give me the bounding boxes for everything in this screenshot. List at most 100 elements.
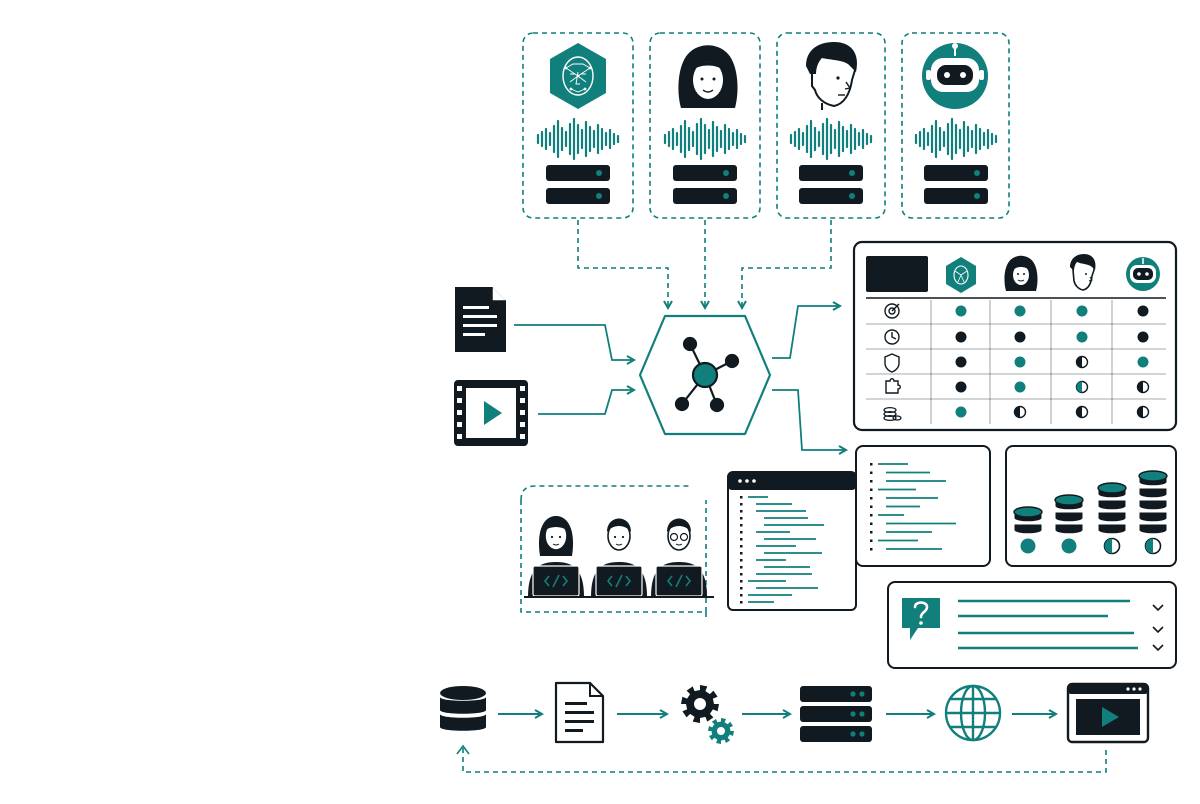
rating-dot <box>1076 331 1088 343</box>
line-marker <box>870 471 873 474</box>
line-marker <box>870 497 873 500</box>
line-marker <box>740 524 743 527</box>
rating-dot <box>955 406 967 418</box>
column-header-man-icon <box>1070 254 1096 291</box>
line-marker <box>870 480 873 483</box>
coin-top <box>1013 506 1043 518</box>
developer-team-panel <box>520 485 714 618</box>
shield-icon <box>884 353 900 373</box>
line-marker <box>740 587 743 590</box>
line-marker <box>740 496 743 499</box>
coin-stack <box>1097 482 1127 555</box>
line-marker <box>870 505 873 508</box>
rating-dot <box>955 381 967 393</box>
man-avatar-icon <box>806 42 858 110</box>
line-marker <box>740 580 743 583</box>
rating-dot <box>1137 356 1149 368</box>
rating-dot <box>1136 380 1150 394</box>
column-header-woman-icon <box>1004 255 1038 291</box>
rating-dot <box>1137 305 1149 317</box>
rating-dot <box>1013 405 1027 419</box>
rating-dot <box>1076 305 1088 317</box>
puzzle-icon <box>885 378 901 394</box>
central-hub[interactable] <box>638 314 772 436</box>
audio-waveform-icon <box>914 117 998 161</box>
code-lines <box>870 463 956 551</box>
developer-figure <box>528 516 584 597</box>
faq-rows <box>958 599 1164 652</box>
rating-dot <box>1137 331 1149 343</box>
line-marker <box>870 548 873 551</box>
chevron-down-icon <box>1152 626 1164 634</box>
ai-face-hexagon-icon <box>550 43 606 109</box>
rating-dot <box>1014 331 1026 343</box>
clock-icon <box>884 329 900 345</box>
audio-waveform-icon <box>536 117 620 161</box>
agent-card-ai-face[interactable] <box>522 32 634 219</box>
line-marker <box>870 463 873 466</box>
faq-panel[interactable] <box>887 581 1177 669</box>
video-player-icon[interactable] <box>1066 682 1150 744</box>
woman-avatar-icon <box>678 45 738 108</box>
table-grid <box>866 300 1166 424</box>
growth-stacks-panel <box>1005 445 1177 567</box>
line-marker <box>870 522 873 525</box>
line-marker <box>740 601 743 604</box>
coins-icon <box>883 406 902 422</box>
coin-stack <box>1138 470 1168 555</box>
developer-figure <box>651 518 707 597</box>
rating-dot <box>1136 405 1150 419</box>
server-stack-icon <box>799 165 863 204</box>
code-lines <box>740 496 824 604</box>
gear <box>681 685 719 723</box>
agent-card-robot[interactable] <box>901 32 1010 219</box>
target-icon <box>884 303 900 319</box>
code-editor-window <box>727 471 857 611</box>
globe-icon <box>944 684 1002 742</box>
film-video-icon <box>454 380 528 446</box>
stack-indicator <box>1020 538 1036 554</box>
database-icon <box>440 686 486 731</box>
rating-dot <box>955 305 967 317</box>
coin-stack <box>1013 506 1043 554</box>
document-input-icon <box>455 287 506 352</box>
coin-top <box>1054 494 1084 506</box>
gear <box>708 718 734 744</box>
network-hub-icon <box>674 336 740 413</box>
chevron-down-icon <box>1152 644 1164 652</box>
code-output-window <box>855 445 991 567</box>
coin-stack <box>1054 494 1084 554</box>
gears-icon <box>681 685 734 744</box>
server-icon <box>800 686 872 742</box>
stack-indicator <box>1103 537 1121 555</box>
table-header-block <box>866 256 928 292</box>
line-marker <box>740 573 743 576</box>
line-marker <box>870 531 873 534</box>
server-stack-icon <box>673 165 737 204</box>
line-marker <box>740 594 743 597</box>
agent-cards <box>522 32 1010 219</box>
line-marker <box>870 539 873 542</box>
line-marker <box>740 517 743 520</box>
laptop-code-icon <box>532 565 580 597</box>
feedback-loop-connector <box>456 744 1107 773</box>
server-stack-icon <box>546 165 610 204</box>
coin-top <box>1138 470 1168 482</box>
column-header-robot-icon <box>1126 257 1160 291</box>
coin-stacks <box>1013 470 1168 555</box>
audio-waveform-icon <box>663 117 747 161</box>
server-stack-icon <box>924 165 988 204</box>
rating-dot <box>955 356 967 368</box>
agent-card-woman[interactable] <box>649 32 761 219</box>
agent-card-man[interactable] <box>776 32 886 219</box>
rating-dot <box>955 331 967 343</box>
line-marker <box>740 545 743 548</box>
chevron-down-icon <box>1152 604 1164 612</box>
coin-top <box>1097 482 1127 494</box>
developer-team-icon <box>528 516 707 597</box>
stack-indicator <box>1061 538 1077 554</box>
input-connectors <box>514 324 634 415</box>
table-row-icons <box>883 303 902 422</box>
